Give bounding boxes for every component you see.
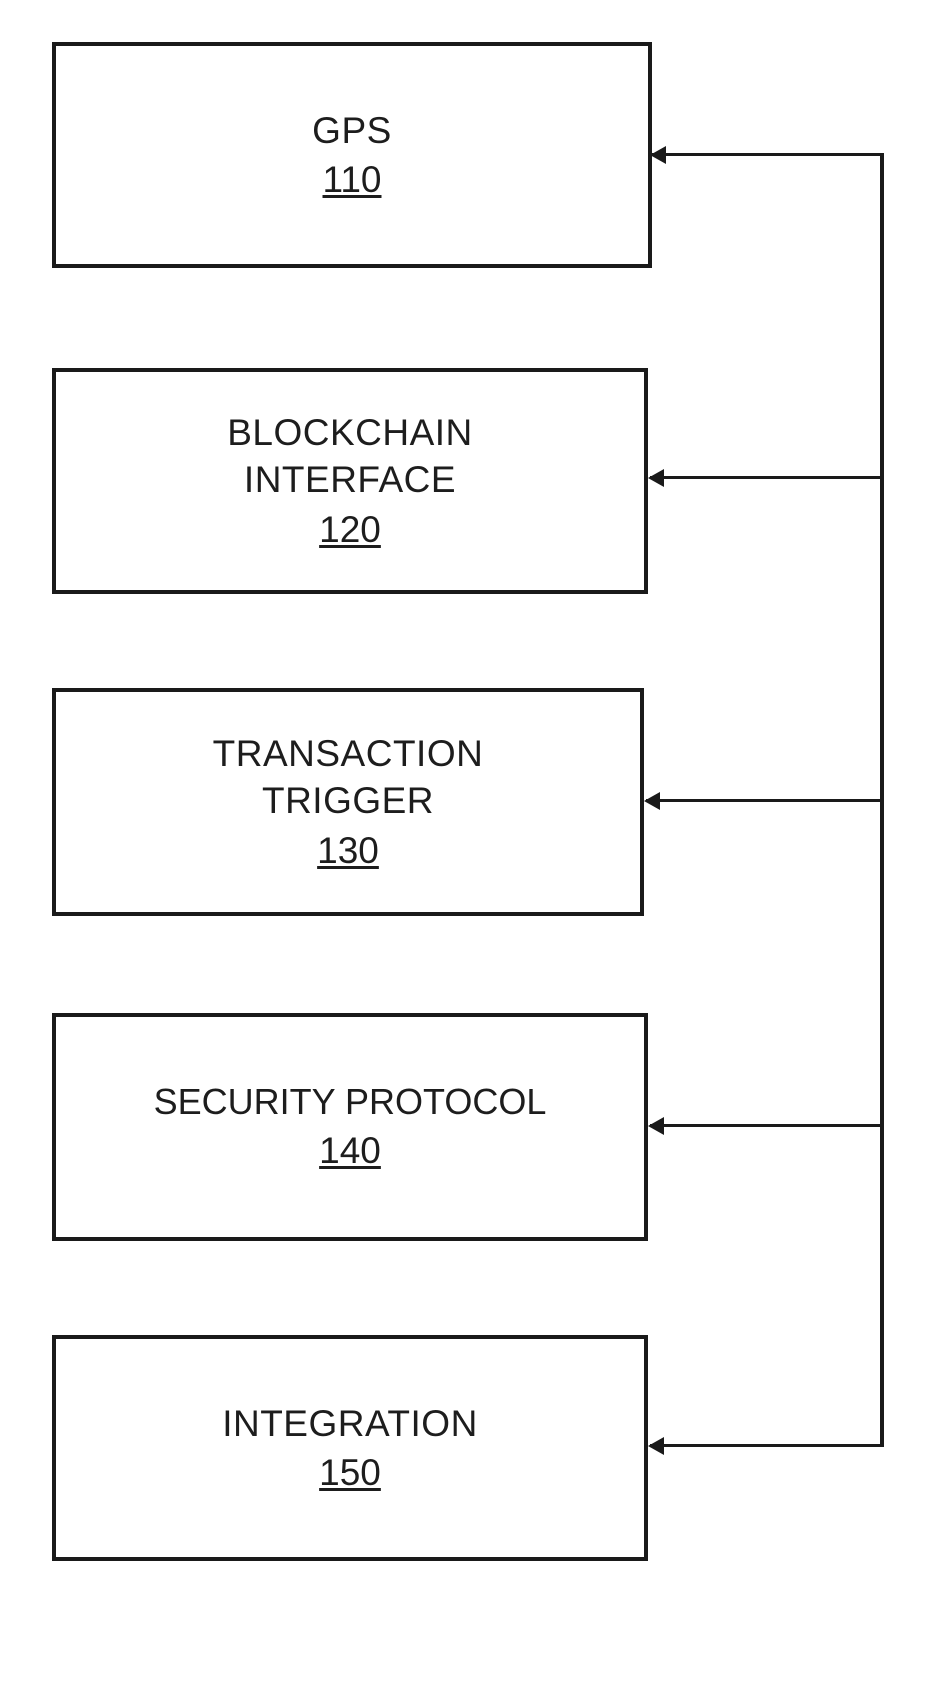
arrow-line-to-security-protocol [650, 1124, 882, 1127]
arrow-head-to-gps-icon [650, 146, 666, 164]
arrow-line-to-integration [650, 1444, 882, 1447]
arrow-head-to-security-protocol-icon [648, 1117, 664, 1135]
arrow-head-to-integration-icon [648, 1437, 664, 1455]
block-blockchain-interface[interactable]: BLOCKCHAIN INTERFACE 120 [52, 368, 648, 594]
arrow-line-to-blockchain-interface [650, 476, 882, 479]
block-integration-title: INTEGRATION [222, 1402, 478, 1444]
arrow-head-to-blockchain-interface-icon [648, 469, 664, 487]
block-security-protocol-title: SECURITY PROTOCOL [153, 1081, 547, 1123]
block-gps-title: GPS [312, 109, 392, 151]
arrow-line-to-gps [652, 153, 882, 156]
block-transaction-trigger[interactable]: TRANSACTION TRIGGER 130 [52, 688, 644, 916]
block-integration[interactable]: INTEGRATION 150 [52, 1335, 648, 1561]
block-blockchain-interface-reference: 120 [319, 508, 381, 550]
block-integration-reference: 150 [319, 1452, 381, 1493]
block-security-protocol-reference: 140 [319, 1130, 381, 1172]
block-gps-reference: 110 [322, 159, 382, 200]
arrow-head-to-transaction-trigger-icon [644, 792, 660, 810]
block-transaction-trigger-reference: 130 [317, 829, 379, 871]
block-gps[interactable]: GPS 110 [52, 42, 652, 268]
block-security-protocol[interactable]: SECURITY PROTOCOL 140 [52, 1013, 648, 1241]
block-transaction-trigger-title: TRANSACTION TRIGGER [212, 732, 484, 822]
block-blockchain-interface-title: BLOCKCHAIN INTERFACE [227, 411, 473, 501]
connector-vertical-bus [880, 153, 884, 1447]
arrow-line-to-transaction-trigger [646, 799, 882, 802]
